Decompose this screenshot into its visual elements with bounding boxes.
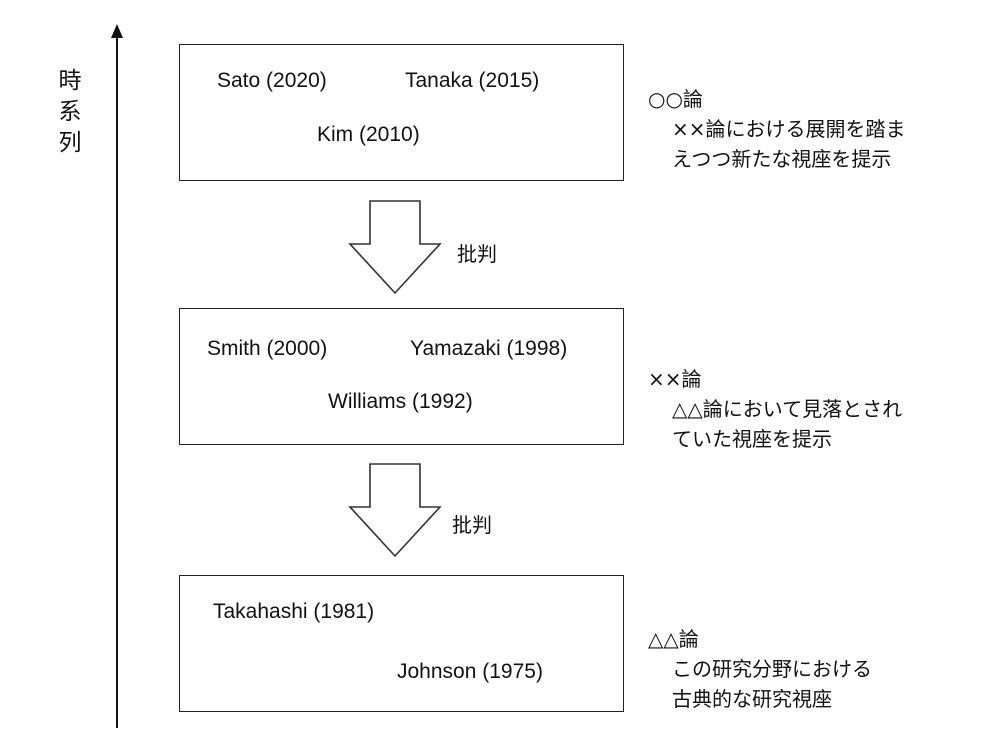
citation-yamazaki: Yamazaki (1998): [410, 337, 568, 360]
citation-takahashi: Takahashi (1981): [213, 600, 375, 623]
time-axis-label-char: 列: [58, 130, 82, 156]
note-title: ××論: [648, 367, 702, 391]
time-axis-label-char: 時: [58, 68, 82, 94]
citation-johnson: Johnson (1975): [397, 660, 543, 683]
note-oo-theory: ○○論 ××論における展開を踏ま えつつ新たな視座を提示: [648, 84, 906, 174]
critique-label-1: 批判: [457, 242, 497, 266]
citation-williams: Williams (1992): [328, 390, 473, 413]
classic-studies-box: Takahashi (1981) Johnson (1975): [179, 575, 624, 712]
recent-studies-box: Sato (2020) Tanaka (2015) Kim (2010): [179, 44, 624, 181]
note-title: ○○論: [648, 87, 703, 111]
time-axis-line: [116, 36, 118, 728]
citation-smith: Smith (2000): [207, 337, 328, 360]
critique-label-2: 批判: [452, 513, 492, 537]
note-triangle-theory: △△論 この研究分野における 古典的な研究視座: [648, 624, 872, 714]
critique-arrow-1: [348, 200, 442, 295]
note-title: △△論: [648, 627, 699, 651]
critique-arrow-2: [348, 463, 442, 558]
citation-sato: Sato (2020): [217, 69, 327, 92]
citation-tanaka: Tanaka (2015): [405, 69, 540, 92]
note-line: ていた視座を提示: [672, 427, 832, 451]
time-axis-arrowhead: [111, 24, 123, 38]
note-xx-theory: ××論 △△論において見落とされ ていた視座を提示: [648, 364, 902, 454]
note-line: 古典的な研究視座: [672, 687, 832, 711]
note-line: えつつ新たな視座を提示: [672, 147, 892, 171]
note-line: ××論における展開を踏ま: [672, 117, 906, 141]
time-axis-label-char: 系: [58, 99, 82, 125]
note-line: △△論において見落とされ: [672, 397, 903, 421]
middle-studies-box: Smith (2000) Yamazaki (1998) Williams (1…: [179, 308, 624, 445]
citation-kim: Kim (2010): [317, 123, 420, 146]
time-axis-label: 時 系 列: [56, 66, 84, 159]
note-line: この研究分野における: [672, 657, 872, 681]
